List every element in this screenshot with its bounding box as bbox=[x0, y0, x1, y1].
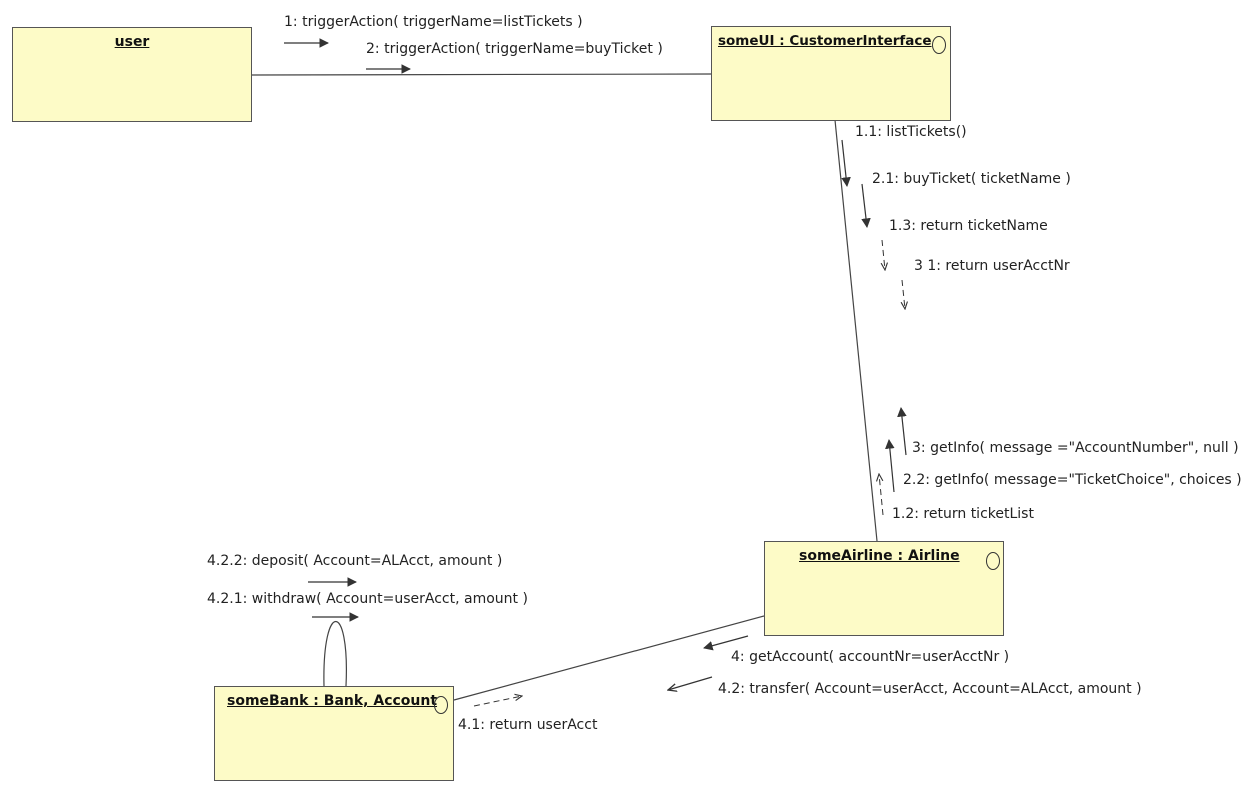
object-somebank[interactable]: someBank : Bank, Account bbox=[214, 686, 454, 781]
object-someairline[interactable]: someAirline : Airline bbox=[764, 541, 1004, 636]
link-someairline-somebank bbox=[453, 615, 765, 701]
message-1-1: 1.1: listTickets() bbox=[855, 124, 967, 140]
link-someui-someairline bbox=[834, 119, 878, 542]
message-4-2: 4.2: transfer( Account=userAcct, Account… bbox=[718, 681, 1142, 697]
message-4: 4: getAccount( accountNr=userAcctNr ) bbox=[731, 649, 1010, 665]
object-somebank-name: someBank : Bank, Account bbox=[227, 693, 438, 709]
object-someui[interactable]: someUI : CustomerInterface bbox=[711, 26, 951, 121]
message-3: 3: getInfo( message ="AccountNumber", nu… bbox=[912, 440, 1239, 456]
message-1-3: 1.3: return ticketName bbox=[889, 218, 1048, 234]
arrow-m4-1 bbox=[473, 696, 522, 707]
message-2-1: 2.1: buyTicket( ticketName ) bbox=[872, 171, 1071, 187]
object-someui-name: someUI : CustomerInterface bbox=[718, 33, 932, 49]
interface-circle-icon bbox=[986, 552, 1000, 570]
object-someairline-name: someAirline : Airline bbox=[799, 548, 960, 564]
arrow-m1-1 bbox=[841, 139, 851, 187]
message-1-2: 1.2: return ticketList bbox=[892, 506, 1034, 522]
message-4-1: 4.1: return userAcct bbox=[458, 717, 598, 733]
message-2: 2: triggerAction( triggerName=buyTicket … bbox=[366, 41, 663, 57]
message-1: 1: triggerAction( triggerName=listTicket… bbox=[284, 14, 583, 30]
object-user-name: user bbox=[114, 34, 150, 50]
arrow-m3-1 bbox=[902, 279, 905, 309]
arrow-m1-3 bbox=[882, 239, 885, 270]
interface-circle-icon bbox=[434, 696, 448, 714]
arrow-m2-1 bbox=[861, 183, 871, 228]
message-4-2-2: 4.2.2: deposit( Account=ALAcct, amount ) bbox=[207, 553, 503, 569]
self-link-somebank bbox=[323, 621, 347, 687]
message-2-2: 2.2: getInfo( message="TicketChoice", ch… bbox=[903, 472, 1242, 488]
arrow-m3 bbox=[897, 407, 907, 456]
object-user[interactable]: user bbox=[12, 27, 252, 122]
link-user-someui bbox=[251, 73, 712, 76]
arrow-m4 bbox=[703, 635, 749, 651]
arrow-m4-2 bbox=[668, 676, 713, 690]
message-3-1: 3 1: return userAcctNr bbox=[914, 258, 1070, 274]
message-4-2-1: 4.2.1: withdraw( Account=userAcct, amoun… bbox=[207, 591, 528, 607]
arrow-m2-2 bbox=[885, 439, 895, 493]
arrow-m1-2 bbox=[879, 474, 884, 516]
interface-circle-icon bbox=[932, 36, 946, 54]
